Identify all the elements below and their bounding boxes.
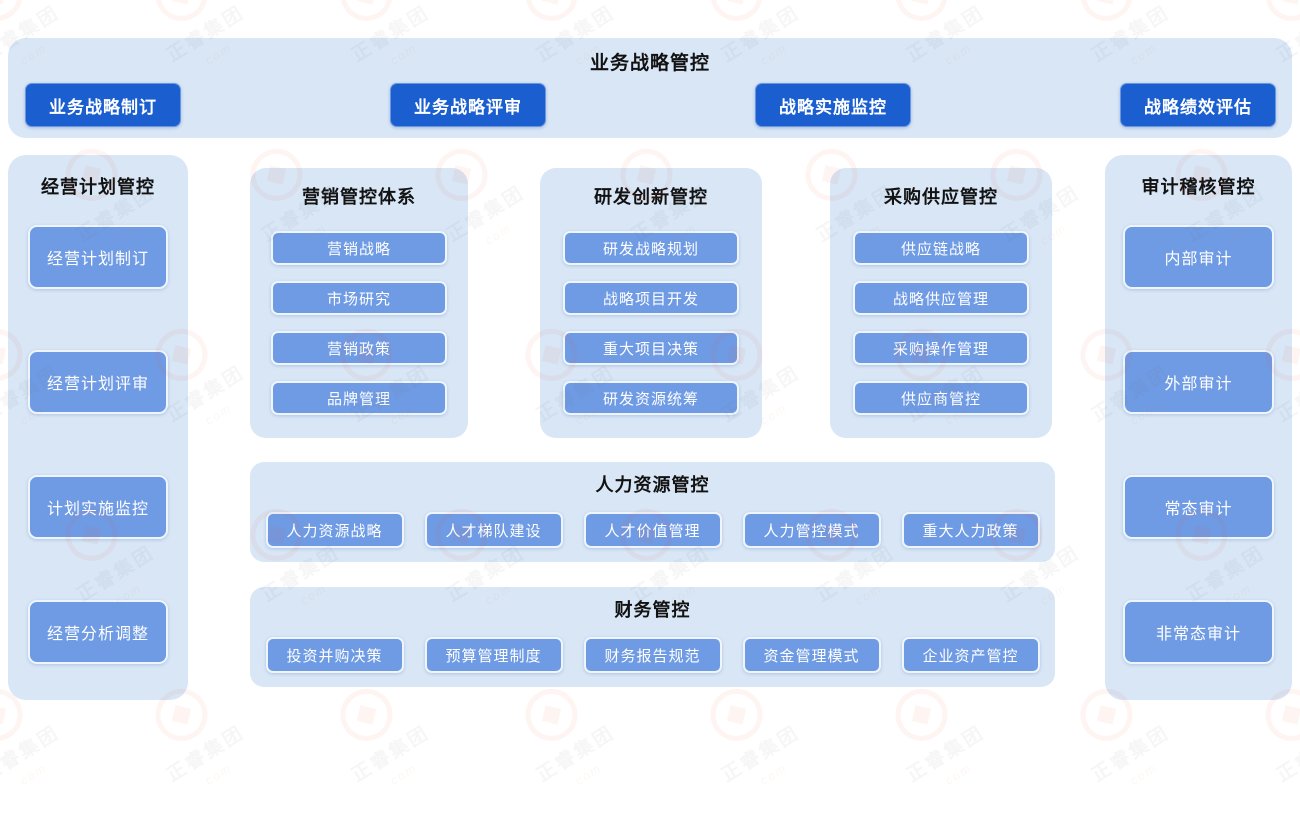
node-market-research[interactable]: 市场研究: [271, 281, 447, 315]
node-major-hr-policy[interactable]: 重大人力政策: [901, 512, 1040, 548]
node-talent-pipeline[interactable]: 人才梯队建设: [424, 512, 563, 548]
node-external-audit[interactable]: 外部审计: [1123, 350, 1274, 414]
node-rd-resource-coordination[interactable]: 研发资源统筹: [563, 381, 739, 415]
node-fund-management-model[interactable]: 资金管理模式: [742, 637, 881, 673]
node-marketing-strategy[interactable]: 营销战略: [271, 231, 447, 265]
panel-business-plan-control: 经营计划管控 经营计划制订 经营计划评审 计划实施监控 经营分析调整: [8, 155, 188, 700]
panel-title-business-strategy: 业务战略管控: [589, 53, 710, 74]
brand-logo-icon: [515, 679, 588, 751]
node-enterprise-asset-control[interactable]: 企业资产管控: [901, 637, 1040, 673]
node-strategic-project-development[interactable]: 战略项目开发: [563, 281, 739, 315]
node-operation-analysis-adjustment[interactable]: 经营分析调整: [28, 600, 168, 664]
hr-node-row: 人力资源战略 人才梯队建设 人才价值管理 人力管控模式 重大人力政策: [250, 512, 1055, 548]
panel-title-rd-innovation: 研发创新管控: [594, 187, 708, 207]
brand-logo-icon: [700, 679, 773, 751]
brand-logo-icon: [330, 679, 403, 751]
node-strategy-performance-evaluation[interactable]: 战略绩效评估: [1120, 83, 1276, 127]
node-investment-ma-decision[interactable]: 投资并购决策: [265, 637, 404, 673]
panel-rd-innovation-control: 研发创新管控 研发战略规划 战略项目开发 重大项目决策 研发资源统筹: [540, 168, 762, 438]
node-business-plan-formulation[interactable]: 经营计划制订: [28, 225, 168, 289]
panel-title-audit: 审计稽核管控: [1141, 177, 1256, 197]
node-internal-audit[interactable]: 内部审计: [1123, 225, 1274, 289]
node-supply-chain-strategy[interactable]: 供应链战略: [853, 231, 1029, 265]
node-non-regular-audit[interactable]: 非常态审计: [1123, 600, 1274, 664]
node-strategy-review[interactable]: 业务战略评审: [390, 83, 546, 127]
brand-logo-icon: [330, 0, 403, 31]
panel-title-hr: 人力资源管控: [595, 475, 710, 495]
panel-title-procurement-supply: 采购供应管控: [884, 187, 998, 207]
node-supplier-control[interactable]: 供应商管控: [853, 381, 1029, 415]
node-major-project-decision[interactable]: 重大项目决策: [563, 331, 739, 365]
panel-hr-control: 人力资源管控 人力资源战略 人才梯队建设 人才价值管理 人力管控模式 重大人力政…: [250, 462, 1055, 562]
brand-logo-icon: [0, 0, 33, 31]
panel-marketing-control: 营销管控体系 营销战略 市场研究 营销政策 品牌管理: [250, 168, 468, 438]
panel-audit-control: 审计稽核管控 内部审计 外部审计 常态审计 非常态审计: [1105, 155, 1292, 700]
node-hr-strategy[interactable]: 人力资源战略: [265, 512, 404, 548]
brand-logo-icon: [515, 0, 588, 31]
panel-procurement-supply-control: 采购供应管控 供应链战略 战略供应管理 采购操作管理 供应商管控: [830, 168, 1052, 438]
node-strategy-implementation-monitoring[interactable]: 战略实施监控: [755, 83, 911, 127]
panel-title-marketing: 营销管控体系: [302, 187, 416, 207]
brand-logo-icon: [145, 0, 218, 31]
node-financial-reporting-standards[interactable]: 财务报告规范: [583, 637, 722, 673]
node-plan-implementation-monitoring[interactable]: 计划实施监控: [28, 475, 168, 539]
panel-finance-control: 财务管控 投资并购决策 预算管理制度 财务报告规范 资金管理模式 企业资产管控: [250, 587, 1055, 687]
panel-business-strategy-control: 业务战略管控 业务战略制订 业务战略评审 战略实施监控 战略绩效评估: [8, 38, 1292, 138]
brand-logo-icon: [700, 0, 773, 31]
node-strategy-formulation[interactable]: 业务战略制订: [25, 83, 181, 127]
node-strategic-supply-management[interactable]: 战略供应管理: [853, 281, 1029, 315]
node-rd-strategy-planning[interactable]: 研发战略规划: [563, 231, 739, 265]
node-procurement-operation-management[interactable]: 采购操作管理: [853, 331, 1029, 365]
panel-title-business-plan: 经营计划管控: [41, 177, 155, 197]
brand-logo-icon: [885, 679, 958, 751]
node-talent-value-management[interactable]: 人才价值管理: [583, 512, 722, 548]
finance-node-row: 投资并购决策 预算管理制度 财务报告规范 资金管理模式 企业资产管控: [250, 637, 1055, 673]
node-hr-control-model[interactable]: 人力管控模式: [742, 512, 881, 548]
panel-title-finance: 财务管控: [614, 600, 691, 620]
node-business-plan-review[interactable]: 经营计划评审: [28, 350, 168, 414]
brand-logo-icon: [1255, 0, 1300, 31]
node-regular-audit[interactable]: 常态审计: [1123, 475, 1274, 539]
node-brand-management[interactable]: 品牌管理: [271, 381, 447, 415]
node-marketing-policy[interactable]: 营销政策: [271, 331, 447, 365]
brand-logo-icon: [1070, 0, 1143, 31]
node-budget-management-system[interactable]: 预算管理制度: [424, 637, 563, 673]
brand-logo-icon: [885, 0, 958, 31]
